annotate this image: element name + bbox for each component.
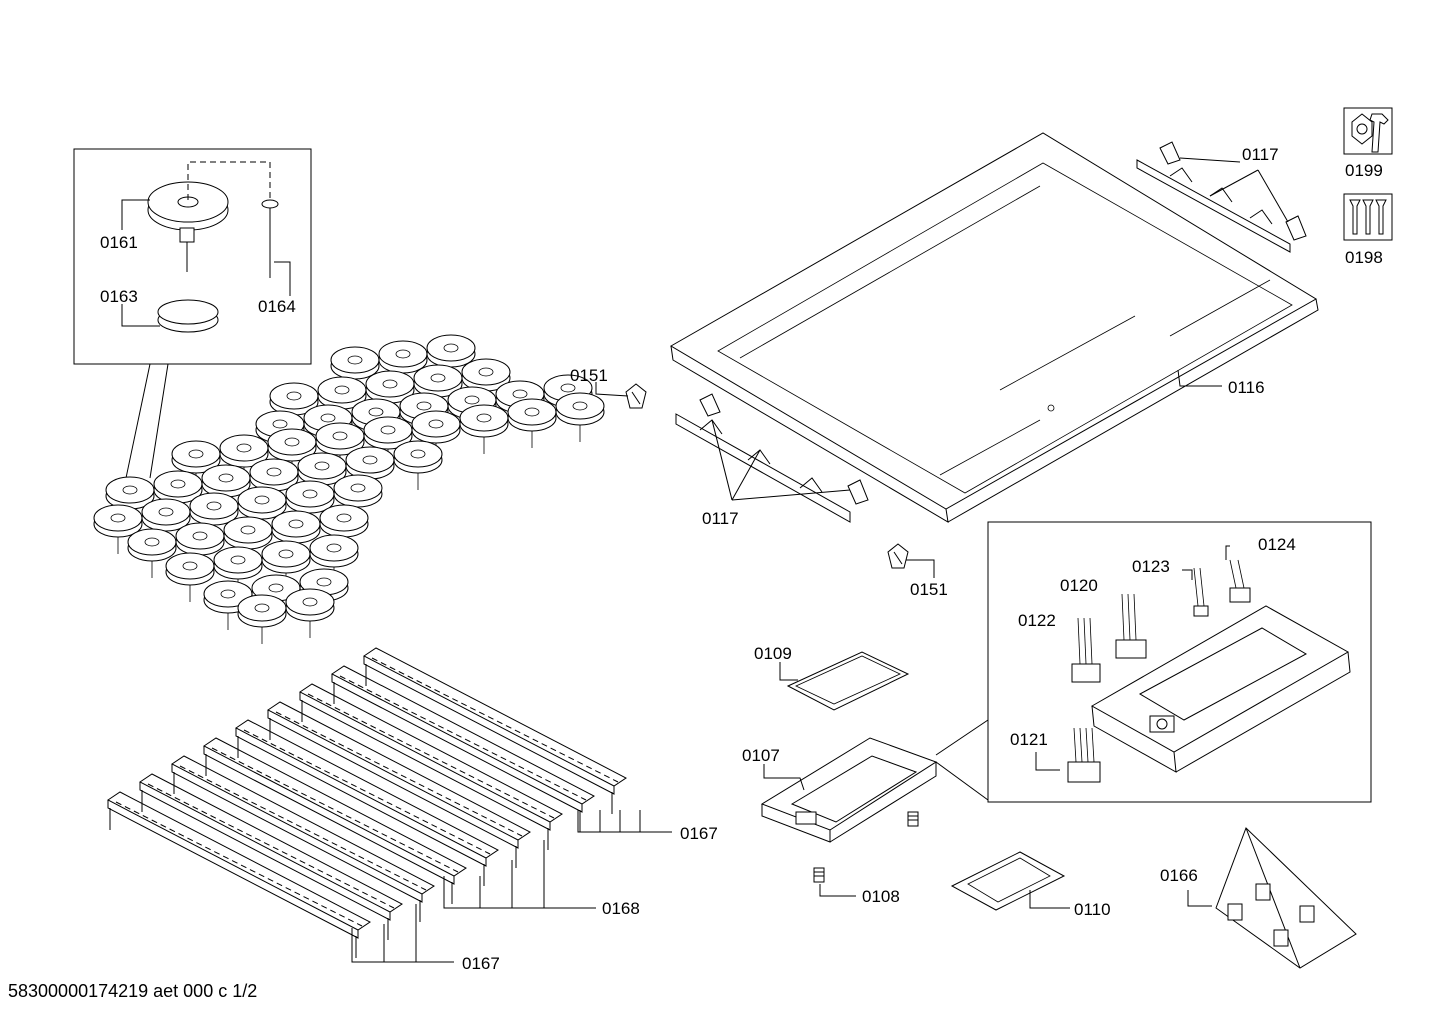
hob-glass-plate xyxy=(670,132,1319,523)
heating-coil xyxy=(285,480,335,530)
heating-coil xyxy=(127,528,177,578)
label-0168: 0168 xyxy=(602,899,640,918)
spring-left xyxy=(813,867,856,897)
heating-coil xyxy=(378,340,428,390)
heating-coil xyxy=(507,398,557,448)
heating-coil xyxy=(285,588,335,638)
detail-box-connectors xyxy=(987,521,1372,803)
heating-coil xyxy=(315,422,365,472)
label-0108: 0108 xyxy=(862,887,900,906)
label-0199: 0199 xyxy=(1345,161,1383,180)
heating-coil xyxy=(309,534,359,584)
heating-coil xyxy=(141,498,191,548)
heating-coil xyxy=(555,392,605,442)
heating-coil xyxy=(237,594,287,644)
heating-coil xyxy=(175,522,225,572)
thermal-pad-0110 xyxy=(950,851,1070,911)
label-0167-top: 0167 xyxy=(680,824,718,843)
clip-left xyxy=(625,383,647,409)
spring-right xyxy=(907,811,919,827)
heater-bracket xyxy=(267,701,531,868)
heating-coil xyxy=(271,510,321,560)
heater-bracket xyxy=(171,755,435,922)
leaders-plate xyxy=(595,157,1289,578)
label-0116: 0116 xyxy=(1228,378,1265,397)
leaders-brackets xyxy=(351,810,672,963)
heater-bracket xyxy=(299,683,563,850)
heating-element-array xyxy=(93,334,605,644)
label-0109: 0109 xyxy=(754,644,792,663)
label-0161: 0161 xyxy=(100,233,138,252)
thermal-pad-0109 xyxy=(779,651,910,711)
label-0110: 0110 xyxy=(1074,900,1111,919)
heating-coil xyxy=(461,358,511,408)
heating-coil xyxy=(317,376,367,426)
clip-right xyxy=(887,543,909,569)
heating-coil xyxy=(459,404,509,454)
heating-coil xyxy=(426,334,476,384)
heating-coil xyxy=(153,470,203,520)
label-0123: 0123 xyxy=(1132,557,1170,576)
label-0151-right: 0151 xyxy=(910,580,948,599)
heating-coil xyxy=(105,476,155,526)
heating-coil xyxy=(330,346,380,396)
heating-coil xyxy=(319,504,369,554)
heater-bracket xyxy=(203,737,467,904)
label-0151-left: 0151 xyxy=(570,366,608,385)
heating-coil xyxy=(393,440,443,490)
label-0167-bottom: 0167 xyxy=(462,954,500,973)
heater-bracket xyxy=(363,647,627,814)
detail-box-heating-element xyxy=(73,148,312,479)
label-0107: 0107 xyxy=(742,746,780,765)
heater-bracket xyxy=(107,791,371,958)
control-module xyxy=(760,719,989,843)
label-0166: 0166 xyxy=(1160,866,1198,885)
mounting-rail-bottom xyxy=(675,393,869,523)
screws-icon xyxy=(1343,193,1393,241)
heating-coil xyxy=(333,474,383,524)
heating-coil xyxy=(201,464,251,514)
label-0117-top: 0117 xyxy=(1242,145,1279,164)
document-id: 58300000174219 aet 000 c 1/2 xyxy=(8,981,258,1001)
label-0122: 0122 xyxy=(1018,611,1056,630)
heating-coil xyxy=(189,492,239,542)
heating-coil xyxy=(171,440,221,490)
heating-coil xyxy=(365,370,415,420)
label-0117-bottom: 0117 xyxy=(702,509,739,528)
heating-coil xyxy=(411,410,461,460)
heating-coil xyxy=(363,416,413,466)
heating-coil xyxy=(213,546,263,596)
part-labels: 0117 0199 0198 0161 0163 0164 0151 0116 … xyxy=(100,145,1383,973)
wrench-icon xyxy=(1343,107,1393,155)
heating-coil xyxy=(165,552,215,602)
heater-bracket xyxy=(331,665,595,832)
label-0124: 0124 xyxy=(1258,535,1296,554)
heater-bracket xyxy=(139,773,403,940)
heating-coil xyxy=(223,516,273,566)
mounting-rail-top xyxy=(1136,141,1307,253)
heating-coil xyxy=(345,446,395,496)
accessory-kit-0166 xyxy=(1187,827,1357,969)
heater-bracket xyxy=(235,719,499,886)
heating-coil xyxy=(269,382,319,432)
label-0120: 0120 xyxy=(1060,576,1098,595)
label-0198: 0198 xyxy=(1345,248,1383,267)
heating-coil xyxy=(297,452,347,502)
label-0163: 0163 xyxy=(100,287,138,306)
heater-brackets xyxy=(107,647,627,958)
label-0164: 0164 xyxy=(258,297,296,316)
heating-coil xyxy=(93,504,143,554)
heating-coil xyxy=(261,540,311,590)
heating-coil xyxy=(267,428,317,478)
label-0121: 0121 xyxy=(1010,730,1048,749)
